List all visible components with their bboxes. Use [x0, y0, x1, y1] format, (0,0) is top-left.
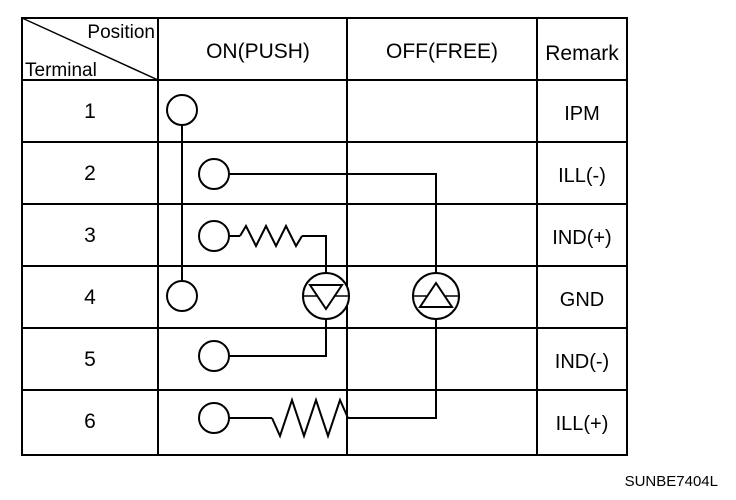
column-header-on-push: ON(PUSH): [206, 40, 310, 63]
corner-position-label: Position: [87, 22, 155, 43]
column-header-remark: Remark: [545, 42, 619, 65]
terminal-3-contact: [198, 220, 230, 252]
remark-text: IPM: [564, 103, 600, 125]
resistor-symbol: [239, 223, 303, 249]
remark-text: ILL(+): [556, 413, 609, 435]
resistor-symbol: [271, 396, 349, 440]
remark-text: IND(+): [552, 227, 611, 249]
table-grid: [21, 17, 628, 456]
terminal-6-contact: [198, 402, 230, 434]
terminal-number: 4: [84, 286, 96, 309]
corner-terminal-label: Terminal: [25, 60, 97, 81]
lamp-down-triangle-icon: [308, 284, 344, 311]
terminal-number: 3: [84, 224, 96, 247]
terminal-5-contact: [198, 340, 230, 372]
terminal-2-contact: [198, 158, 230, 190]
lamp-up-triangle-icon: [418, 281, 454, 308]
off-indicator-lamp: [412, 272, 460, 320]
terminal-number: 1: [84, 100, 96, 123]
terminal-1-contact: [166, 94, 198, 126]
terminal-circles: [166, 94, 230, 434]
figure-code: SUNBE7404L: [625, 473, 718, 490]
remark-text: IND(-): [555, 351, 609, 373]
terminal-number: 6: [84, 410, 96, 433]
remark-text: ILL(-): [558, 165, 606, 187]
column-header-off-free: OFF(FREE): [386, 40, 498, 63]
remark-text: GND: [560, 289, 604, 311]
terminal-number: 5: [84, 348, 96, 371]
on-indicator-lamp: [302, 272, 350, 320]
terminal-4-contact: [166, 280, 198, 312]
terminal-number: 2: [84, 162, 96, 185]
